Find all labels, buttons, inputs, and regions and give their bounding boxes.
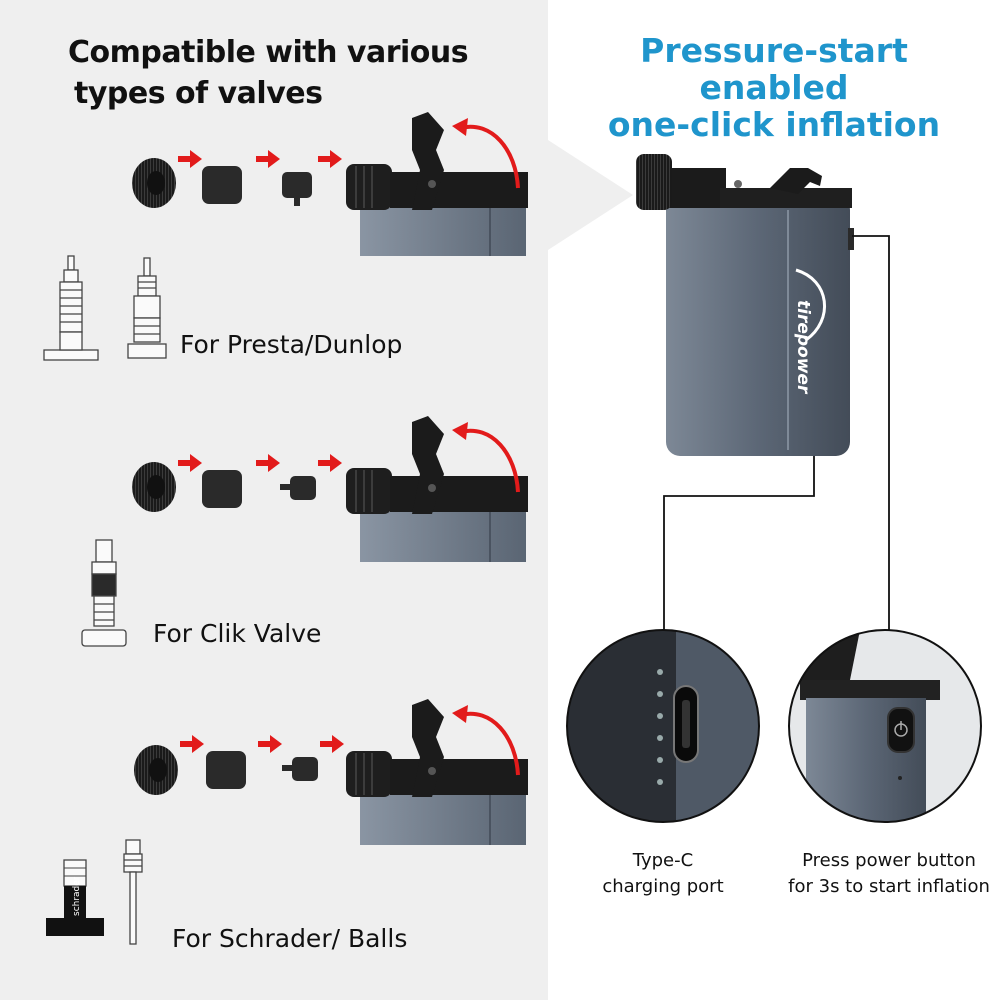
lever-rotation-arrow-icon	[459, 711, 520, 776]
schrader-valve-icon: schrader	[46, 859, 104, 936]
button-callout: Press power button for 3s to start infla…	[778, 848, 1000, 900]
red-arrow-icon	[178, 150, 202, 168]
power-button-zoom	[788, 629, 982, 823]
valve-assembly-2	[132, 416, 528, 562]
brand-name: tirepower	[793, 300, 813, 395]
right-heading: Pressure-start enabled one-click inflati…	[560, 32, 988, 143]
pump-head-icon	[346, 112, 528, 256]
left-heading-line2: types of valves	[74, 76, 323, 111]
brand-logo-icon: tirepower	[793, 268, 827, 395]
right-heading-line2: one-click inflation	[607, 105, 941, 144]
adapter-sleeve-icon	[202, 470, 242, 508]
valve-insert-icon	[280, 476, 316, 500]
ball-needle-icon	[123, 839, 143, 945]
knurled-cap-icon	[132, 158, 176, 208]
pump-device: tirepower	[636, 154, 854, 456]
clik-valve-icon	[81, 539, 127, 647]
right-heading-line1: Pressure-start enabled	[640, 31, 908, 107]
port-callout-line2: charging port	[602, 876, 724, 897]
presta-valve-icon	[127, 257, 167, 359]
button-callout-line1: Press power button	[802, 850, 976, 871]
type-c-zoom	[566, 629, 760, 823]
red-arrow-icon	[318, 150, 342, 168]
red-arrow-icon	[256, 454, 280, 472]
port-callout: Type-C charging port	[573, 848, 753, 900]
pump-head-icon	[346, 699, 528, 845]
schrader-tag: schrader	[72, 876, 82, 916]
knurled-cap-icon	[134, 745, 178, 795]
left-heading: Compatible with various types of valves	[68, 32, 528, 114]
valve-assembly-1	[132, 112, 528, 256]
button-leader-line	[852, 235, 890, 640]
knurled-cap-icon	[132, 462, 176, 512]
red-arrow-icon	[318, 454, 342, 472]
button-callout-line2: for 3s to start inflation	[788, 876, 990, 897]
lever-rotation-arrow-icon	[459, 428, 520, 493]
row-label-presta: For Presta/Dunlop	[180, 330, 403, 359]
valve-insert-icon	[282, 172, 312, 206]
left-heading-line1: Compatible with various	[68, 35, 469, 70]
valve-assembly-3	[134, 699, 528, 845]
port-leader-line	[663, 456, 815, 640]
red-arrow-icon	[258, 735, 282, 753]
red-arrow-icon	[178, 454, 202, 472]
adapter-sleeve-icon	[202, 166, 242, 204]
red-arrow-icon	[180, 735, 204, 753]
panel-pointer	[548, 140, 633, 250]
adapter-sleeve-icon	[206, 751, 246, 789]
row-label-clik: For Clik Valve	[153, 619, 322, 648]
red-arrow-icon	[320, 735, 344, 753]
valve-insert-icon	[282, 757, 318, 781]
pump-head-icon	[346, 416, 528, 562]
dunlop-valve-icon	[43, 255, 99, 361]
port-callout-line1: Type-C	[632, 850, 694, 871]
red-arrow-icon	[256, 150, 280, 168]
row-label-schrader: For Schrader/ Balls	[172, 924, 408, 953]
lever-rotation-arrow-icon	[459, 124, 520, 189]
